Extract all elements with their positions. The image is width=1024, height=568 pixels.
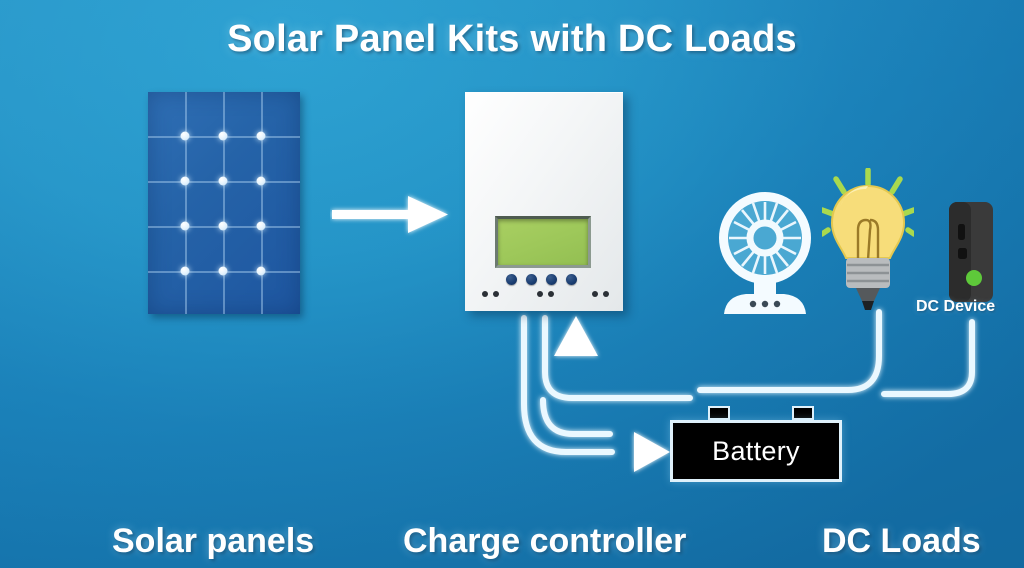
controller-button[interactable] [546, 274, 557, 285]
fan-neck [754, 280, 776, 298]
dc-device-label: DC Device [916, 298, 996, 315]
dc-device-slot [958, 248, 967, 259]
controller-button[interactable] [526, 274, 537, 285]
controller-port [603, 291, 609, 297]
wire-controller-loop [521, 315, 615, 455]
controller-port [548, 291, 554, 297]
battery-label: Battery [712, 435, 800, 466]
dc-fan [719, 192, 811, 314]
flow-arrow-panel-to-controller [332, 196, 448, 233]
light-bulb [822, 168, 914, 310]
caption-solar-panels: Solar panels [112, 522, 315, 560]
panel-cell-dot [256, 176, 266, 186]
wire-dcdevice-to-battery [881, 319, 975, 397]
panel-gridline-v [261, 92, 263, 314]
page-title: Solar Panel Kits with DC Loads [227, 18, 797, 60]
panel-gridline-v [185, 92, 187, 314]
panel-cell-dot [256, 131, 266, 141]
fan-head [719, 192, 811, 284]
dc-device-led [966, 270, 982, 286]
panel-cell-dot [180, 131, 190, 141]
battery-terminal-positive [792, 406, 814, 420]
wire-bulb-to-battery [697, 309, 882, 393]
controller-port [493, 291, 499, 297]
controller-lcd-screen [495, 216, 591, 268]
dc-device-slot [958, 224, 965, 240]
panel-cell-dot [256, 221, 266, 231]
wire-battery-to-controller [542, 315, 693, 401]
caption-charge-controller: Charge controller [403, 522, 687, 560]
fan-hub [746, 219, 784, 257]
fan-base-indicators [749, 300, 781, 308]
dc-device [949, 202, 993, 302]
panel-cell-dot [218, 266, 228, 276]
caption-dc-loads: DC Loads [822, 522, 981, 560]
bulb-highlight [840, 186, 868, 208]
controller-port [592, 291, 598, 297]
controller-button[interactable] [506, 274, 517, 285]
bulb-rays [822, 168, 914, 237]
panel-cell-dot [180, 176, 190, 186]
battery: Battery [670, 420, 842, 482]
controller-port [537, 291, 543, 297]
controller-button[interactable] [566, 274, 577, 285]
charge-controller [465, 92, 623, 311]
bulb-screw-base [846, 258, 890, 310]
panel-cell-dot [180, 266, 190, 276]
panel-cell-dot [218, 131, 228, 141]
panel-cell-dot [256, 266, 266, 276]
panel-cell-dot [180, 221, 190, 231]
panel-gridline-v [223, 92, 225, 314]
panel-cell-dot [218, 176, 228, 186]
wire-controller-to-battery [540, 397, 613, 437]
solar-panel [148, 92, 300, 314]
bulb-filament [856, 218, 880, 261]
panel-cell-dot [218, 221, 228, 231]
battery-terminal-negative [708, 406, 730, 420]
controller-port [482, 291, 488, 297]
